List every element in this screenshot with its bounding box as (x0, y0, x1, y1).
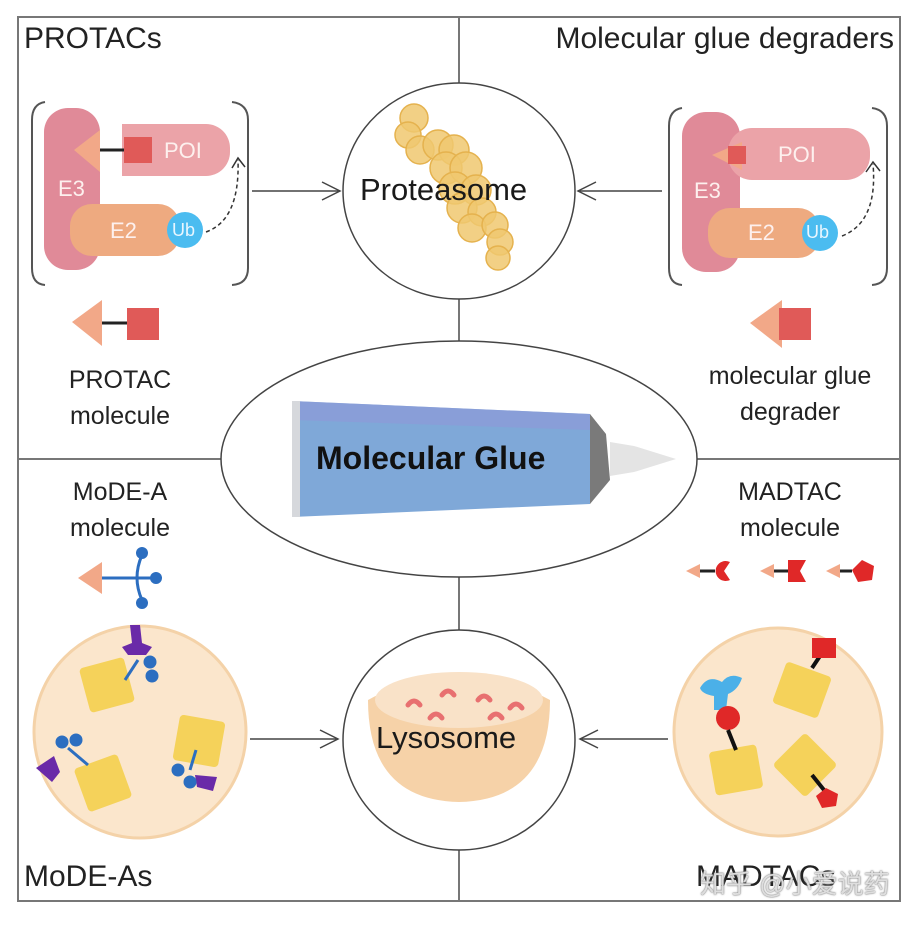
right-bracket (871, 107, 888, 286)
madtac-ligand-pentagon (852, 560, 874, 582)
label-line: molecular glue (708, 362, 872, 390)
label-line: MADTAC (738, 478, 842, 506)
glue-degrader-molecule-label: molecular glue degrader (680, 358, 900, 430)
mode-a-molecule-icon (78, 547, 162, 609)
watermark: 知乎 @小爱说药 (700, 869, 890, 899)
cargo-protein (79, 657, 135, 713)
madtac-ligand (716, 706, 740, 730)
protac-molecule-label: PROTAC molecule (40, 362, 200, 434)
madtac-ligand (812, 638, 836, 658)
glue-tube-crimp (292, 401, 300, 517)
protac-molecule-icon (72, 300, 159, 346)
madtac-cell (672, 626, 884, 838)
ub-label: Ub (172, 220, 196, 240)
arrowhead (319, 729, 340, 749)
e2-enzyme (708, 208, 820, 258)
quadrant-title-glue-degraders: Molecular glue degraders (555, 22, 894, 55)
cargo-protein (774, 734, 836, 796)
protac-complex (31, 101, 249, 286)
arrowhead (578, 729, 599, 749)
quadrant-title-madtacs: MADTACs (696, 860, 836, 893)
proteasome-label: Proteasome (360, 172, 528, 207)
lysosome-label: Lysosome (376, 720, 517, 755)
glue-tube-nozzle (610, 442, 676, 476)
cargo-protein (74, 754, 132, 812)
proteasome-icon (394, 103, 514, 271)
antibody (36, 756, 60, 782)
e3-ligand-triangle (74, 130, 100, 172)
protac-e3-ligand (72, 300, 102, 346)
ubiquitin (167, 212, 203, 248)
poi-label: POI (164, 138, 202, 163)
glue-square (779, 308, 811, 340)
glue-triangle (750, 300, 782, 348)
cargo-protein (773, 662, 831, 718)
glue-tube-body (292, 401, 590, 517)
receptor (700, 675, 742, 710)
label-line: PROTAC (68, 366, 172, 394)
glue-degrader-complex (668, 107, 888, 286)
e3-label: E3 (694, 178, 721, 203)
label-line: molecule (69, 514, 171, 542)
right-bracket (231, 101, 249, 286)
antibody (122, 625, 152, 655)
poi-label: POI (778, 142, 816, 167)
cargo-protein (172, 714, 226, 768)
ub-transfer-arrowhead (865, 160, 881, 173)
arrowhead (321, 181, 342, 201)
label-line: molecule (739, 514, 841, 542)
quadrant-title-mode-as: MoDE-As (24, 860, 153, 893)
glue-tube-neck (590, 414, 610, 504)
protac-poi-ligand (127, 308, 159, 340)
ub-transfer-arrow (841, 163, 875, 237)
e2-label: E2 (748, 220, 775, 245)
bowl-cargo (405, 688, 525, 721)
ub-label: Ub (806, 222, 830, 242)
mode-a-molecule-label: MoDE-A molecule (40, 474, 200, 546)
left-bracket (668, 107, 683, 286)
ub-transfer-arrowhead (231, 156, 246, 169)
poi-ligand-square (124, 137, 152, 163)
poi-protein (728, 128, 870, 180)
label-line: MoDE-A (72, 478, 168, 506)
madtac-ligand (816, 788, 838, 808)
e3-label: E3 (58, 176, 85, 201)
label-line: molecule (69, 402, 171, 430)
ub-transfer-arrow (205, 159, 239, 233)
madtac-molecule-icons (686, 560, 874, 582)
glue-tube-highlight (292, 401, 590, 430)
left-bracket (31, 101, 46, 286)
e2-label: E2 (110, 218, 137, 243)
mode-a-branch (135, 554, 144, 601)
label-line: degrader (739, 398, 841, 426)
molecular-glue-label: Molecular Glue (316, 440, 546, 476)
mode-a-binders (55, 655, 198, 789)
madtac-molecule-label: MADTAC molecule (700, 474, 880, 546)
e2-enzyme (70, 204, 180, 256)
ubiquitin (802, 215, 838, 251)
madtac-complexes (700, 638, 838, 808)
madtac-ligand-crescent (715, 561, 730, 581)
glue-square (728, 146, 746, 164)
glue-tube-icon (292, 401, 676, 517)
mode-a-complexes (36, 625, 226, 812)
quadrant-title-protacs: PROTACs (24, 22, 162, 55)
cargo-protein (709, 744, 763, 796)
antibody (195, 775, 217, 791)
glue-degrader-molecule-icon (750, 300, 811, 348)
mode-a-triangle (78, 562, 102, 594)
arrowhead (576, 181, 597, 201)
lysosome-bowl-icon (368, 672, 550, 802)
madtac-ligand-notch (788, 560, 806, 582)
